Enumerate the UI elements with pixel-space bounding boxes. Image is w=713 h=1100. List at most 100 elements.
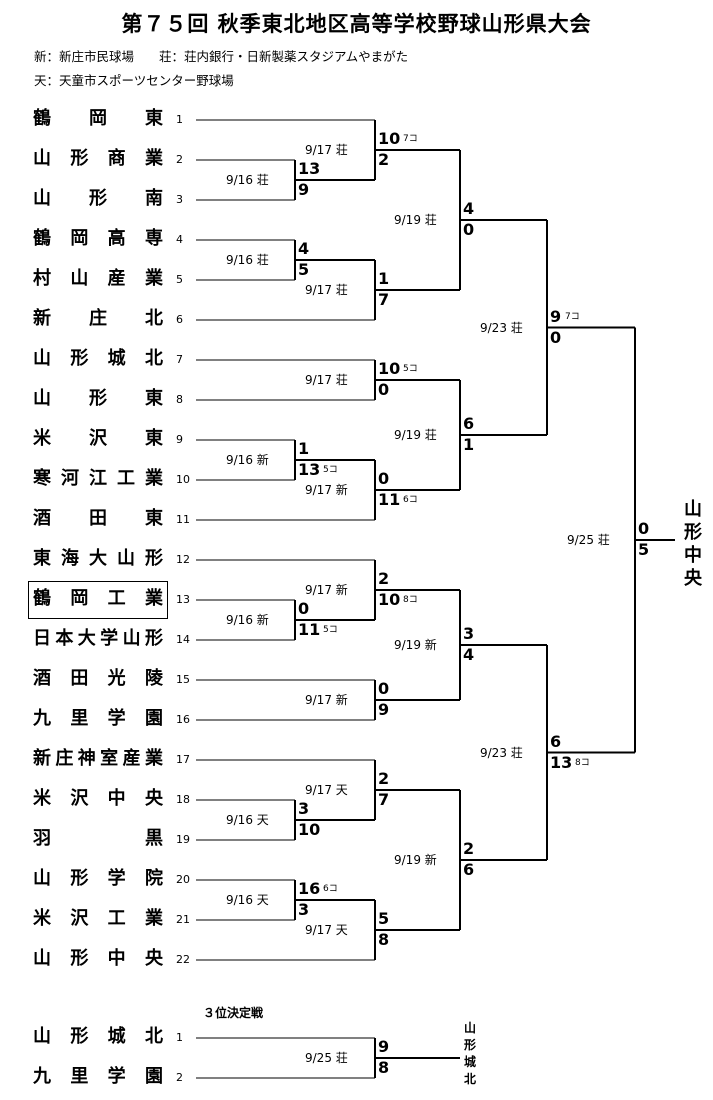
team-name-char: 田 bbox=[70, 668, 89, 689]
third-place-score-top: 9 bbox=[378, 1037, 390, 1056]
team-name-char: 業 bbox=[144, 908, 163, 929]
third-place-heading: ３位決定戦 bbox=[203, 1006, 264, 1020]
team-9-seed: 9 bbox=[176, 433, 183, 446]
team-2-seed: 2 bbox=[176, 153, 183, 166]
team-8-name: 山形東 bbox=[33, 388, 163, 410]
match-note: 5コ bbox=[403, 364, 418, 374]
team-name-char: 米 bbox=[33, 908, 51, 929]
match-score-bottom: 8 bbox=[378, 930, 390, 949]
team-14-seed: 14 bbox=[176, 633, 190, 646]
match-score-top: 10 bbox=[378, 359, 401, 378]
match-score-top: 4 bbox=[463, 199, 475, 218]
team-name-char: 形 bbox=[89, 388, 107, 409]
team-name-char: 岡 bbox=[89, 108, 107, 129]
team-name-char: 中 bbox=[107, 948, 126, 969]
team-16-name: 九里学園 bbox=[33, 708, 163, 730]
match-score-bottom: 7 bbox=[378, 290, 390, 309]
match-score-bottom: 3 bbox=[298, 900, 310, 919]
team-name-char: 学 bbox=[107, 1066, 126, 1087]
team-name-char: 九 bbox=[33, 1066, 51, 1087]
match-score-bottom: 10 bbox=[298, 820, 321, 839]
team-2-name: 山形商業 bbox=[33, 148, 163, 170]
champion-name: 山形中央 bbox=[684, 498, 702, 590]
team-12-seed: 12 bbox=[176, 553, 190, 566]
match-date: 9/17 荘 bbox=[305, 283, 348, 297]
team-name-char: 山 bbox=[33, 188, 51, 209]
team-name-char: 形 bbox=[70, 148, 89, 169]
team-name-char: 園 bbox=[144, 708, 163, 729]
team-name-char: 酒 bbox=[33, 668, 51, 689]
team-name-char: 学 bbox=[107, 708, 126, 729]
team-name-char: 産 bbox=[107, 268, 126, 289]
team-name-char: 新 bbox=[33, 748, 51, 769]
team-name-char: 央 bbox=[144, 788, 163, 809]
team-18-seed: 18 bbox=[176, 793, 190, 806]
match-date: 9/19 荘 bbox=[394, 213, 437, 227]
third-place-winner-char: 北 bbox=[464, 1072, 477, 1086]
team-name-char: 河 bbox=[61, 468, 79, 489]
team-name-char: 央 bbox=[144, 948, 163, 969]
match-note: 5コ bbox=[323, 465, 338, 475]
match-score-bottom: 0 bbox=[378, 380, 390, 399]
match-date: 9/17 天 bbox=[305, 923, 348, 937]
team-name-char: 業 bbox=[144, 588, 163, 609]
team-name-char: 光 bbox=[107, 668, 126, 689]
match-score-top: 0 bbox=[378, 469, 390, 488]
team-11-seed: 11 bbox=[176, 513, 190, 526]
match-date: 9/17 新 bbox=[305, 583, 348, 597]
team-name-char: 米 bbox=[33, 428, 51, 449]
match-date: 9/17 新 bbox=[305, 693, 348, 707]
team-name-char: 北 bbox=[144, 348, 163, 369]
team-name-char: 学 bbox=[100, 628, 119, 649]
team-21-seed: 21 bbox=[176, 913, 190, 926]
team-name-char: 業 bbox=[145, 468, 163, 489]
team-15-name: 酒田光陵 bbox=[33, 668, 163, 690]
third-place-team-1-seed: 1 bbox=[176, 1031, 183, 1044]
team-name-char: 寒 bbox=[33, 468, 51, 489]
team-name-char: 城 bbox=[107, 1026, 126, 1047]
team-name-char: 新 bbox=[33, 308, 51, 329]
team-name-char: 業 bbox=[144, 748, 163, 769]
team-name-char: 山 bbox=[33, 1026, 51, 1047]
match-score-bottom: 7 bbox=[378, 790, 390, 809]
team-name-char: 室 bbox=[100, 748, 119, 769]
team-name-char: 産 bbox=[122, 748, 141, 769]
venue-legend-line-2: 天：天童市スポーツセンター野球場 bbox=[34, 73, 234, 88]
team-name-char: 工 bbox=[107, 908, 126, 929]
team-name-char: 形 bbox=[70, 1026, 89, 1047]
match-date: 9/23 荘 bbox=[480, 320, 523, 335]
team-name-char: 陵 bbox=[144, 668, 163, 689]
match-score-bottom: 10 bbox=[378, 590, 401, 609]
match-score-top: 2 bbox=[463, 839, 475, 858]
team-10-name: 寒河江工業 bbox=[33, 468, 163, 490]
match-score-top: 6 bbox=[463, 414, 475, 433]
match-date: 9/16 荘 bbox=[226, 253, 269, 267]
match-date: 9/19 新 bbox=[394, 853, 437, 867]
match-note: 6コ bbox=[403, 495, 418, 505]
team-name-char: 神 bbox=[77, 748, 96, 769]
team-name-char: 沢 bbox=[70, 908, 89, 929]
match-score-bottom: 4 bbox=[463, 645, 475, 664]
team-name-char: 九 bbox=[33, 708, 51, 729]
team-name-char: 庄 bbox=[89, 308, 107, 329]
team-name-char: 鶴 bbox=[33, 108, 51, 129]
team-3-name: 山形南 bbox=[33, 188, 163, 210]
match-score-bottom: 5 bbox=[638, 540, 650, 559]
third-place-winner: 山形城北 bbox=[464, 1020, 476, 1088]
team-name-char: 形 bbox=[70, 948, 89, 969]
champion-char: 央 bbox=[684, 568, 702, 589]
match-score-top: 3 bbox=[298, 799, 310, 818]
team-name-char: 高 bbox=[107, 228, 126, 249]
match-score-top: 13 bbox=[298, 159, 321, 178]
team-name-char: 里 bbox=[70, 1066, 89, 1087]
match-score-top: 0 bbox=[298, 599, 310, 618]
match-score-top: 6 bbox=[550, 731, 562, 751]
team-4-seed: 4 bbox=[176, 233, 183, 246]
team-7-name: 山形城北 bbox=[33, 348, 163, 370]
third-place-score-bottom: 8 bbox=[378, 1058, 390, 1077]
match-date: 9/17 新 bbox=[305, 483, 348, 497]
team-name-char: 東 bbox=[33, 548, 51, 569]
team-7-seed: 7 bbox=[176, 353, 183, 366]
match-date: 9/16 天 bbox=[226, 813, 269, 827]
